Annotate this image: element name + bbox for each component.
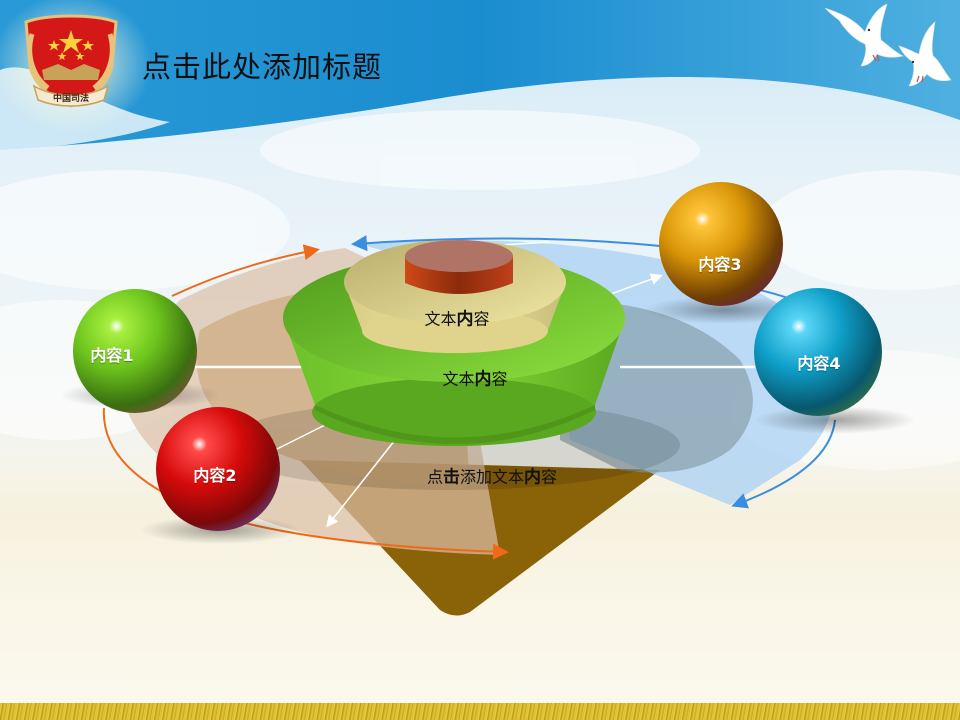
label-part: 文本	[424, 309, 457, 329]
ball-label-4[interactable]: 内容4	[797, 354, 841, 373]
ball-content-2	[156, 407, 280, 531]
orange-arrow-arc	[171, 244, 320, 297]
bottom-label[interactable]: 点击添加文本内容	[427, 463, 557, 488]
label-part: 容	[473, 309, 490, 329]
slide-title[interactable]: 点击此处添加标题	[142, 50, 383, 84]
ball-content-1	[73, 289, 197, 413]
ball-content-3	[659, 182, 783, 306]
center-middle-label[interactable]: 文本内容	[442, 365, 507, 390]
label-part: 容	[541, 467, 558, 487]
ball-label-1[interactable]: 内容1	[90, 346, 134, 365]
label-part: 点	[426, 467, 443, 487]
judicial-emblem-icon: 中国司法	[24, 14, 118, 108]
center-top-label[interactable]: 文本内容	[424, 305, 489, 330]
blue-arrow-arc	[351, 235, 661, 252]
label-part: 文本	[442, 369, 475, 389]
label-part: 容	[491, 369, 508, 389]
doves-icon	[824, 3, 952, 87]
ball-content-4	[754, 288, 882, 416]
label-part-bold: 内	[524, 467, 542, 488]
ball-label-3[interactable]: 内容3	[698, 255, 742, 274]
ball-label-2[interactable]: 内容2	[193, 466, 237, 485]
wheat-strip	[0, 703, 960, 720]
label-part-bold: 内	[474, 369, 492, 390]
label-part-bold: 击	[442, 467, 460, 488]
label-part-bold: 内	[456, 309, 474, 330]
svg-text:中国司法: 中国司法	[53, 92, 89, 104]
label-part: 添加文本	[459, 467, 525, 487]
